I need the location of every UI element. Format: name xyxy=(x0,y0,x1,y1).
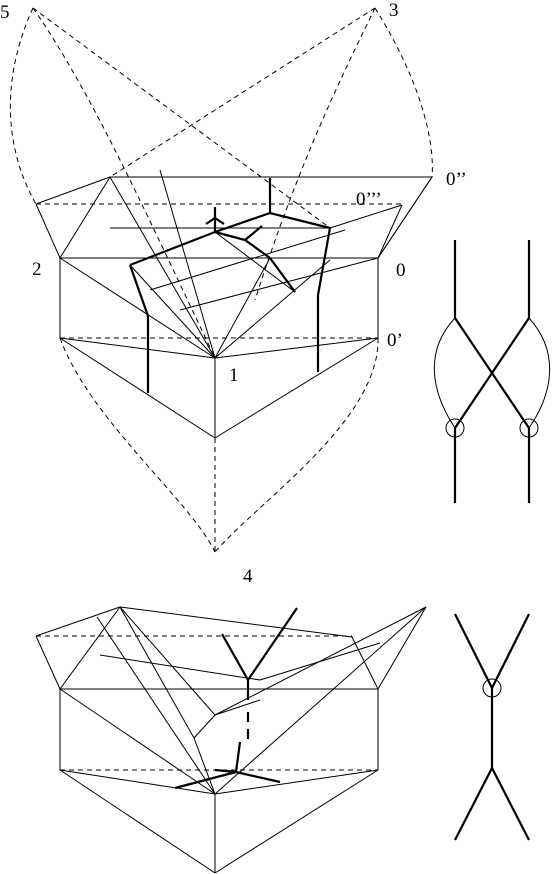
label-4: 4 xyxy=(243,566,253,587)
top-graph[interactable] xyxy=(128,178,332,393)
label-1: 1 xyxy=(229,365,239,386)
braid-diagram-bottom xyxy=(454,613,530,841)
label-3: 3 xyxy=(389,0,399,21)
top-inner-prism xyxy=(59,169,403,359)
bottom-graph[interactable] xyxy=(174,607,298,790)
label-0ppp: 0’’’ xyxy=(356,189,382,210)
label-2: 2 xyxy=(32,259,42,280)
bottom-polyhedron xyxy=(35,606,427,874)
label-0p: 0’ xyxy=(387,330,403,351)
top-polyhedron: 5 3 0’’ 0’’’ 2 0 0’ 1 4 xyxy=(0,0,467,587)
label-5: 5 xyxy=(0,2,10,23)
label-0pp: 0’’ xyxy=(446,169,467,190)
dashed-curves xyxy=(9,7,433,553)
label-0: 0 xyxy=(396,260,406,281)
braid-diagram-top xyxy=(433,240,551,503)
top-box xyxy=(59,257,379,439)
